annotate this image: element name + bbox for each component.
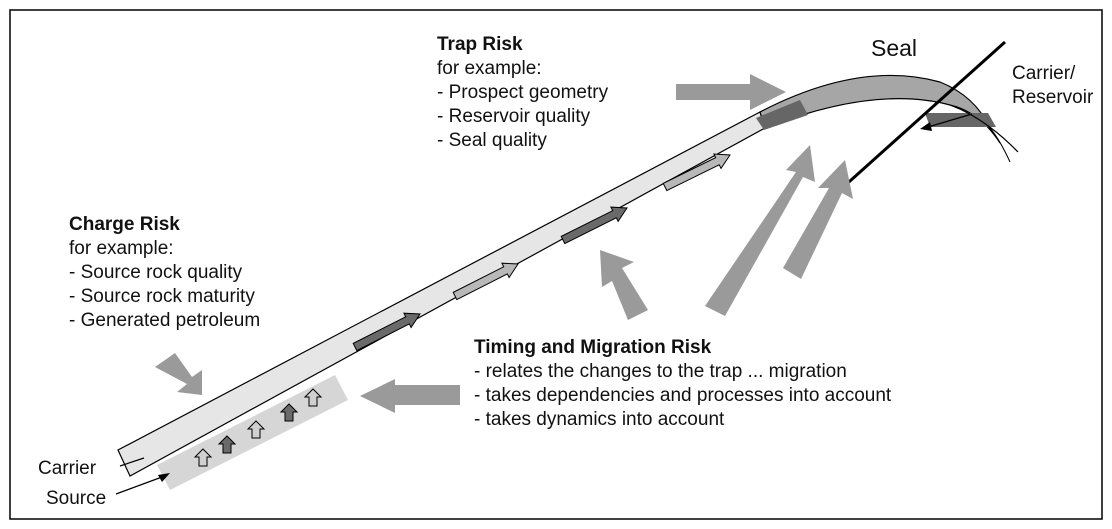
source-pointer-arrowhead — [158, 473, 170, 482]
trap-risk-item: - Prospect geometry — [437, 82, 609, 103]
source-label: Source — [46, 488, 107, 509]
trap-risk-item: - Reservoir quality — [437, 106, 591, 127]
carrier-pointer-line — [119, 457, 145, 467]
trap-risk-item: - Seal quality — [437, 130, 547, 151]
timing-migration-risk-item: - takes dependencies and processes into … — [474, 385, 892, 406]
seal-label: Seal — [871, 35, 918, 61]
reservoir-lower-boundary-line — [949, 104, 1019, 153]
timing-migration-risk-block: Timing and Migration Risk - relates the … — [474, 336, 891, 432]
charge-risk-subheading: for example: — [69, 238, 174, 259]
carrier-reservoir-label-line1: Carrier/ — [1012, 63, 1076, 84]
expulsion-up-arrow — [193, 448, 213, 467]
timing-migration-risk-item: - relates the changes to the trap ... mi… — [474, 361, 847, 382]
trap-risk-arrow — [676, 74, 786, 110]
carrier-reservoir-pointer-line — [927, 113, 973, 128]
dark-migration-flow-arrow — [352, 312, 421, 352]
charge-risk-block: Charge Risk for example: - Source rock q… — [69, 213, 260, 333]
dark-migration-flow-arrow — [560, 206, 628, 245]
timing-to-trap-arrow-2 — [783, 160, 853, 279]
trap-risk-heading: Trap Risk — [437, 34, 523, 55]
reservoir-tail-line — [989, 127, 1011, 163]
fault-line — [838, 40, 1007, 192]
expulsion-up-arrow — [217, 435, 237, 454]
charge-risk-item: - Source rock maturity — [69, 286, 255, 307]
expulsion-up-arrow — [279, 403, 299, 422]
timing-migration-risk-item: - takes dynamics into account — [474, 409, 725, 430]
charge-risk-arrow — [155, 353, 202, 395]
trap-risk-block: Trap Risk for example: - Prospect geomet… — [437, 33, 608, 153]
diagram-frame — [9, 9, 1103, 520]
trap-risk-subheading: for example: — [437, 58, 542, 79]
reservoir-dark-strip-left — [756, 100, 808, 130]
carrier-reservoir-label: Carrier/ Reservoir — [1012, 62, 1093, 110]
timing-to-source-arrow — [360, 379, 460, 413]
carrier-label: Carrier — [38, 458, 97, 479]
carrier-reservoir-label-line2: Reservoir — [1012, 87, 1094, 108]
charge-risk-item: - Generated petroleum — [69, 310, 261, 331]
source-pointer-line — [115, 476, 163, 495]
expulsion-up-arrow — [246, 420, 266, 439]
timing-to-trap-arrow-1 — [705, 145, 815, 316]
flow-arrows — [193, 153, 731, 467]
charge-risk-item: - Source rock quality — [69, 262, 243, 283]
timing-to-carrier-arrow — [600, 250, 648, 320]
light-migration-flow-arrow — [452, 262, 519, 301]
light-migration-flow-arrow — [662, 153, 731, 192]
expulsion-up-arrow — [303, 388, 323, 407]
reservoir-dark-strip-right — [925, 113, 996, 127]
carrier-reservoir-arrowhead — [920, 122, 932, 131]
charge-risk-heading: Charge Risk — [69, 214, 180, 235]
timing-migration-risk-heading: Timing and Migration Risk — [474, 337, 712, 358]
